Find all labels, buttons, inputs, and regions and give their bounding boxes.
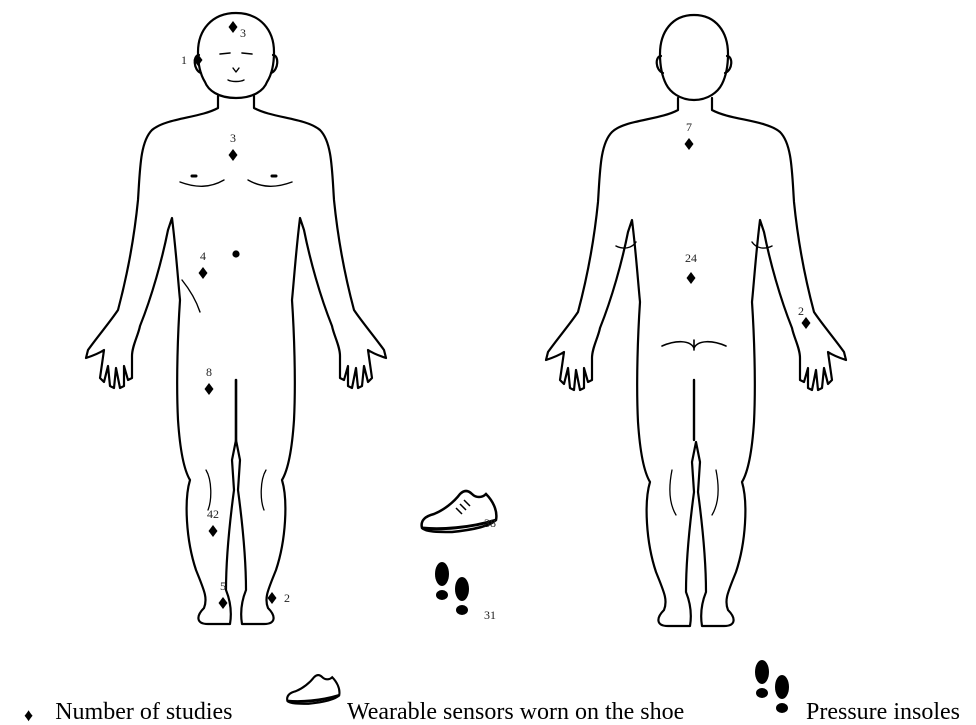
shoe-count: 38 — [484, 516, 496, 530]
marker-count-head-top: 3 — [240, 26, 246, 40]
diamond-marker-icon: ♦ — [24, 706, 33, 724]
legend-insole-item — [752, 660, 794, 720]
marker-count-lower-back: 24 — [685, 251, 697, 265]
footprints-icon — [435, 562, 469, 615]
sneaker-icon — [286, 664, 342, 710]
marker-diamond-right-foot — [219, 597, 228, 609]
marker-count-right-foot: 5 — [220, 579, 226, 593]
insole-count: 31 — [484, 608, 496, 622]
marker-diamond-waist — [199, 267, 208, 279]
marker-count-thigh: 8 — [206, 365, 212, 379]
marker-diamond-thigh — [205, 383, 214, 395]
legend-insole-text: Pressure insoles — [806, 700, 960, 724]
footprints-icon — [752, 660, 794, 720]
marker-count-shank: 42 — [207, 507, 219, 521]
legend-marker-item: ♦ Number of studies — [24, 700, 233, 724]
back-body-figure — [546, 15, 846, 626]
marker-count-wrist: 2 — [798, 304, 804, 318]
legend-shoe-label: Wearable sensors worn on the shoe — [347, 700, 684, 724]
marker-count-temple: 1 — [181, 53, 187, 67]
legend-marker-label: Number of studies — [55, 700, 232, 724]
marker-count-upper-back: 7 — [686, 120, 692, 134]
front-body-figure — [86, 13, 386, 624]
marker-count-chest: 3 — [230, 131, 236, 145]
marker-diamond-wrist — [802, 317, 811, 329]
marker-diamond-lower-back — [687, 272, 696, 284]
legend-shoe-item — [286, 664, 342, 710]
marker-diamond-chest — [229, 149, 238, 161]
marker-count-left-ankle: 2 — [284, 591, 290, 605]
legend: ♦ Number of studies Wearable sensors wor… — [0, 660, 976, 723]
legend-shoe-text: Wearable sensors worn on the shoe — [347, 700, 684, 724]
legend-insole-label: Pressure insoles — [806, 700, 960, 724]
marker-count-waist: 4 — [200, 249, 206, 263]
marker-diamond-head-top — [229, 21, 238, 33]
marker-diamond-upper-back — [685, 138, 694, 150]
marker-diamond-left-ankle — [268, 592, 277, 604]
marker-diamond-shank — [209, 525, 218, 537]
